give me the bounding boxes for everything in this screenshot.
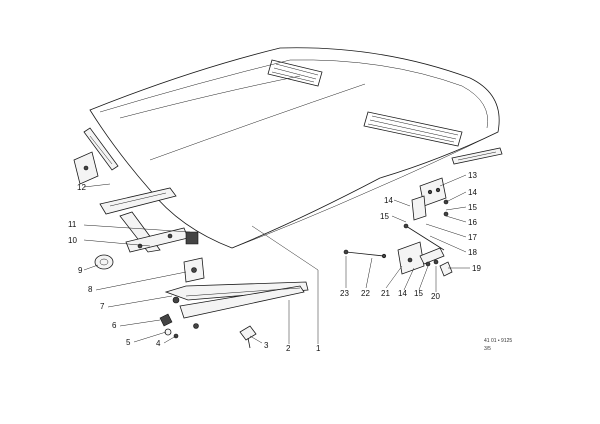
leader-lines [83,174,470,344]
callout-15: 15 [468,203,477,212]
callout-12: 12 [77,183,86,192]
hood-vent-rear [267,59,323,87]
callout-8: 8 [88,285,93,294]
callout-1: 1 [316,344,321,353]
callout-5: 5 [126,338,131,347]
rubber-buffer [94,254,114,270]
callout-17: 17 [468,233,477,242]
callout-4: 4 [156,339,161,348]
hinge-right-lower [397,241,453,277]
callout-2: 2 [286,344,291,353]
callout-6: 6 [112,321,117,330]
callout-7: 7 [100,302,105,311]
hood-panel [89,47,500,249]
callout-18: 18 [468,248,477,257]
callout-22: 22 [361,289,370,298]
hood-stay-rod [403,223,445,251]
callout-19: 19 [472,264,481,273]
sheet-number: 3/5 [484,346,491,352]
callout-14: 14 [468,188,477,197]
callout-23: 23 [340,289,349,298]
callout-14-bottom: 14 [398,289,407,298]
side-strip-left [83,127,119,171]
callout-20: 20 [431,292,440,301]
callout-13: 13 [468,171,477,180]
hinge-frame-left [99,187,199,253]
callout-10: 10 [68,236,77,245]
reference-code: 41 01 • 9125 [484,338,512,344]
seal-bracket-left [73,151,99,185]
callout-16: 16 [468,218,477,227]
callout-3: 3 [264,341,269,350]
hood-hinge-arm [164,281,309,329]
callout-11: 11 [68,220,77,229]
callout-15-left: 15 [380,212,389,221]
hinge-right-upper [411,177,449,221]
hood-vent-front [363,111,463,147]
callout-14-left: 14 [384,196,393,205]
callout-21: 21 [381,289,390,298]
callout-15-bottom: 15 [414,289,423,298]
bolt [239,325,257,349]
support-rod [343,249,387,259]
mounting-plate [183,257,205,283]
callout-9: 9 [78,266,83,275]
fastener-set [159,313,179,339]
side-strip-right [451,147,503,165]
callout-labels: 12 11 10 9 8 7 6 5 4 3 2 1 13 14 15 16 1… [68,171,481,353]
